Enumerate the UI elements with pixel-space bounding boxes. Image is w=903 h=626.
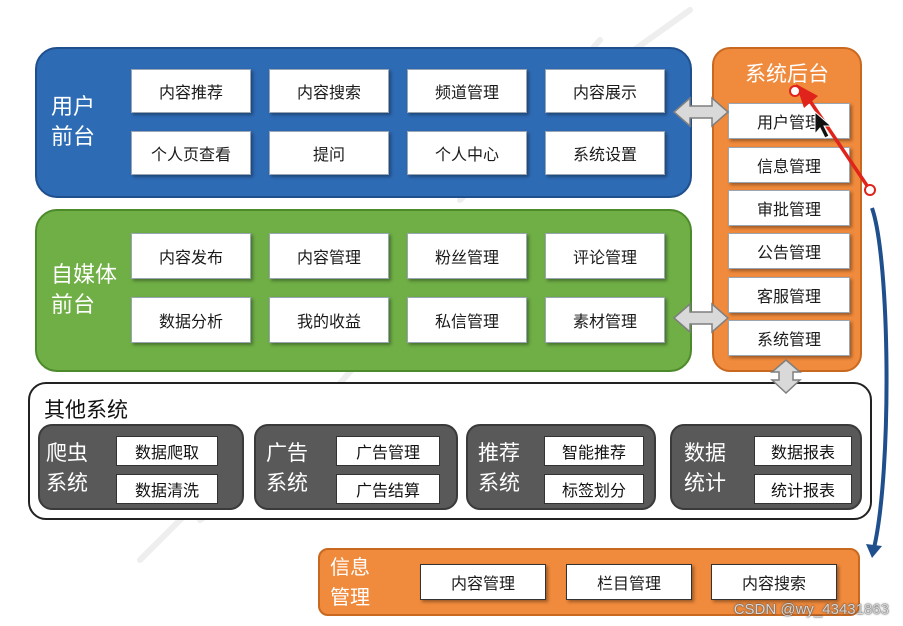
recommend-item[interactable]: 智能推荐: [544, 436, 644, 466]
recommend-system-title: 推荐 系统: [478, 441, 520, 495]
user-front-item[interactable]: 内容推荐: [131, 69, 251, 113]
crawler-system-title: 爬虫 系统: [46, 441, 88, 495]
ad-system-title: 广告 系统: [266, 441, 308, 495]
user-front-item[interactable]: 内容展示: [545, 69, 665, 113]
recommend-item[interactable]: 标签划分: [544, 474, 644, 504]
data-stats-system: 数据 统计 数据报表 统计报表: [670, 424, 862, 510]
media-front-item[interactable]: 我的收益: [269, 297, 389, 343]
backend-item[interactable]: 公告管理: [728, 233, 850, 269]
other-systems-panel: 其他系统 爬虫 系统 数据爬取 数据清洗 广告 系统 广告管理 广告结算 推荐 …: [28, 382, 872, 520]
backend-item[interactable]: 信息管理: [728, 147, 850, 183]
user-front-panel: 用户 前台 内容推荐 内容搜索 频道管理 内容展示 个人页查看 提问 个人中心 …: [35, 47, 692, 198]
backend-panel: 系统后台 用户管理 信息管理 审批管理 公告管理 客服管理 系统管理: [712, 47, 862, 372]
data-stats-title: 数据 统计: [684, 441, 726, 495]
info-mgmt-item[interactable]: 内容管理: [420, 564, 546, 600]
media-front-item[interactable]: 评论管理: [545, 233, 665, 279]
ad-item[interactable]: 广告管理: [336, 436, 440, 466]
user-front-item[interactable]: 个人中心: [407, 131, 527, 175]
info-mgmt-panel: 信息 管理 内容管理 栏目管理 内容搜索: [318, 548, 860, 616]
media-front-title: 自媒体 前台: [51, 263, 118, 318]
recommend-system: 推荐 系统 智能推荐 标签划分: [466, 424, 656, 510]
user-front-item[interactable]: 个人页查看: [131, 131, 251, 175]
backend-item[interactable]: 系统管理: [728, 320, 850, 356]
ad-system: 广告 系统 广告管理 广告结算: [254, 424, 458, 510]
media-front-item[interactable]: 粉丝管理: [407, 233, 527, 279]
user-front-item[interactable]: 系统设置: [545, 131, 665, 175]
info-mgmt-title: 信息 管理: [330, 555, 370, 609]
info-mgmt-item[interactable]: 栏目管理: [566, 564, 692, 600]
media-front-item[interactable]: 内容管理: [269, 233, 389, 279]
media-front-item[interactable]: 素材管理: [545, 297, 665, 343]
csdn-watermark: CSDN @wy_43431863: [733, 601, 889, 618]
user-front-title: 用户 前台: [51, 95, 96, 150]
user-front-item[interactable]: 频道管理: [407, 69, 527, 113]
media-front-item[interactable]: 内容发布: [131, 233, 251, 279]
backend-item[interactable]: 用户管理: [728, 103, 850, 139]
user-front-item[interactable]: 提问: [269, 131, 389, 175]
backend-item[interactable]: 客服管理: [728, 277, 850, 313]
media-front-item[interactable]: 私信管理: [407, 297, 527, 343]
ad-item[interactable]: 广告结算: [336, 474, 440, 504]
media-front-item[interactable]: 数据分析: [131, 297, 251, 343]
other-systems-title: 其他系统: [44, 398, 128, 422]
backend-item[interactable]: 审批管理: [728, 190, 850, 226]
crawler-system: 爬虫 系统 数据爬取 数据清洗: [38, 424, 244, 510]
stats-item[interactable]: 统计报表: [754, 474, 852, 504]
user-front-item[interactable]: 内容搜索: [269, 69, 389, 113]
media-front-panel: 自媒体 前台 内容发布 内容管理 粉丝管理 评论管理 数据分析 我的收益 私信管…: [35, 209, 692, 372]
stats-item[interactable]: 数据报表: [754, 436, 852, 466]
crawler-item[interactable]: 数据清洗: [116, 474, 218, 504]
backend-title: 系统后台: [745, 62, 829, 86]
info-mgmt-item[interactable]: 内容搜索: [711, 564, 837, 600]
crawler-item[interactable]: 数据爬取: [116, 436, 218, 466]
